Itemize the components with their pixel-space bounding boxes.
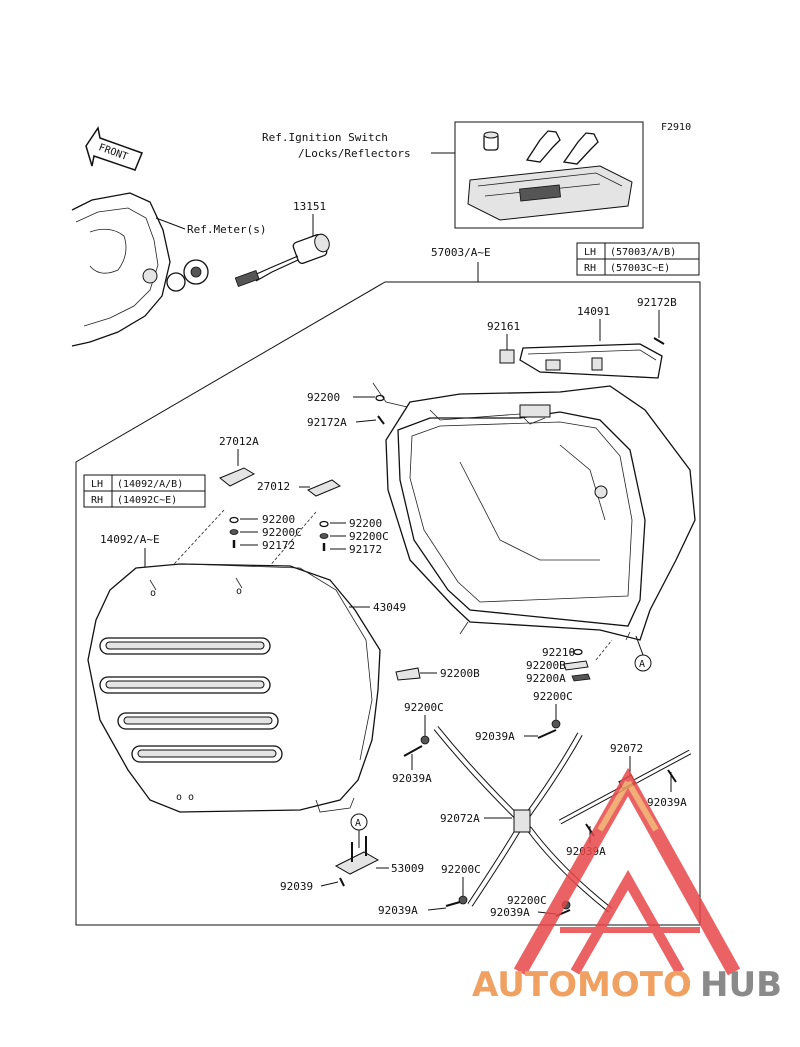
part-92039A-low2-label: 92039A	[490, 906, 530, 919]
part-57003-label: 57003/A~E	[431, 246, 491, 259]
part-92200C-low-label: 92200C	[441, 863, 481, 876]
part-53009-bracket	[334, 836, 380, 875]
part-92072A-label: 92072A	[440, 812, 480, 825]
part-92200B-left-label: 92200B	[440, 667, 480, 680]
watermark-text-primary: AUTOMOTO	[472, 965, 692, 1005]
marker-A-right-label: A	[639, 659, 645, 670]
part-92200C-low2-label: 92200C	[507, 894, 547, 907]
table-57003-rh: RH	[584, 263, 596, 274]
part-43049-label: 43049	[373, 601, 406, 614]
part-92200-left-label: 92200	[262, 513, 295, 526]
part-92200B-left	[395, 667, 421, 681]
marker-A-lower-label: A	[355, 818, 361, 829]
part-92039A-mid-label: 92039A	[475, 730, 515, 743]
part-14092-label: 14092/A~E	[100, 533, 160, 546]
watermark-text-secondary: HUB	[700, 965, 782, 1005]
part-92200-right-label: 92200	[349, 517, 382, 530]
ref-meter-label: Ref.Meter(s)	[187, 223, 266, 236]
part-13151	[234, 233, 330, 287]
figure-code: F2910	[661, 122, 691, 133]
svg-text:o: o	[236, 586, 242, 597]
part-92172-left-label: 92172	[262, 539, 295, 552]
part-53009-label: 53009	[391, 862, 424, 875]
assembly-boundary	[75, 281, 701, 926]
table-57003-lh-value: (57003/A/B)	[610, 247, 676, 258]
part-92200-top-label: 92200	[307, 391, 340, 404]
ref-ignition-label: Ref.Ignition Switch	[262, 131, 388, 144]
part-27012	[307, 479, 341, 497]
part-92072A-stay	[433, 726, 612, 913]
part-92172-right-label: 92172	[349, 543, 382, 556]
table-57003: LH (57003/A/B) RH (57003C~E)	[576, 242, 700, 276]
part-92210-label: 92210	[542, 646, 575, 659]
part-14091	[519, 343, 663, 379]
part-27012A	[219, 467, 256, 487]
part-92161-label: 92161	[487, 320, 520, 333]
ref-locks-label: /Locks/Reflectors	[298, 147, 411, 160]
part-92200A-label: 92200A	[526, 672, 566, 685]
meter-housing	[71, 192, 209, 347]
part-13151-label: 13151	[293, 200, 326, 213]
part-92039A-far-label: 92039A	[647, 796, 687, 809]
table-14092-rh-value: (14092C~E)	[117, 495, 177, 506]
part-27012A-label: 27012A	[219, 435, 259, 448]
part-92200C-left-label: 92200C	[262, 526, 302, 539]
part-92172A-top-label: 92172A	[307, 416, 347, 429]
part-14091-label: 14091	[577, 305, 610, 318]
front-arrow-icon: FRONT	[85, 126, 143, 171]
part-92039-label: 92039	[280, 880, 313, 893]
ignition-switch-box	[454, 121, 644, 229]
part-92200C-right-label: 92200C	[349, 530, 389, 543]
part-92161	[499, 349, 515, 364]
table-57003-rh-value: (57003C~E)	[610, 263, 670, 274]
svg-text:o: o	[150, 588, 156, 599]
part-57003-saddlebag	[385, 385, 696, 641]
table-14092-lh: LH	[91, 479, 103, 490]
svg-text:o o: o o	[176, 792, 194, 803]
part-14092-lid: o o o o	[87, 563, 381, 813]
table-14092-rh: RH	[91, 495, 103, 506]
part-92200C-mid-label: 92200C	[404, 701, 444, 714]
part-92039A-low-label: 92039A	[378, 904, 418, 917]
part-92200B-right-label: 92200B	[526, 659, 566, 672]
table-14092: LH (14092/A/B) RH (14092C~E)	[83, 474, 206, 508]
part-92200C-right-label: 92200C	[533, 690, 573, 703]
automotohub-logo	[513, 767, 741, 976]
part-92072-label: 92072	[610, 742, 643, 755]
table-57003-lh: LH	[584, 247, 596, 258]
part-92172B-label: 92172B	[637, 296, 677, 309]
table-14092-lh-value: (14092/A/B)	[117, 479, 183, 490]
part-92039A-left-label: 92039A	[392, 772, 432, 785]
part-27012-label: 27012	[257, 480, 290, 493]
